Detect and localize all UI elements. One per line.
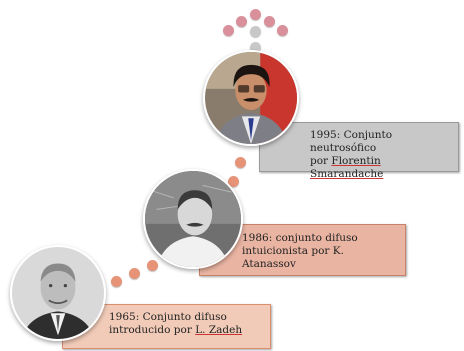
milestone-text-1995: 1995: Conjunto neutrosófico por Florenti…: [310, 129, 454, 181]
timeline-dot: [129, 268, 140, 279]
milestone-desc: : Conjunto difuso: [135, 311, 227, 323]
timeline-dot: [250, 42, 261, 53]
milestone-desc: : Conjunto neutrosófico: [310, 129, 393, 154]
timeline-dot: [223, 25, 234, 36]
milestone-desc: introducido por: [109, 324, 196, 336]
portrait-zadeh-image: [12, 247, 104, 339]
milestone-person: Florentin Smarandache: [310, 155, 384, 180]
milestone-year: 1995: [310, 129, 337, 141]
milestone-desc: por: [310, 155, 332, 167]
portrait-zadeh: [10, 245, 106, 341]
timeline-dot: [264, 16, 275, 27]
timeline-dot: [250, 9, 261, 20]
timeline-dot: [250, 26, 261, 37]
milestone-desc: intuicionista por K.: [242, 245, 344, 257]
timeline-dot: [277, 25, 288, 36]
timeline-dot: [235, 157, 246, 168]
milestone-person: L. Zadeh: [195, 324, 243, 336]
timeline-dot: [236, 16, 247, 27]
portrait-smarandache-image: [205, 52, 297, 144]
milestone-year: 1965: [109, 311, 136, 323]
milestone-text-1965: 1965: Conjunto difuso introducido por L.…: [109, 311, 266, 337]
milestone-person: Atanassov: [242, 258, 296, 270]
milestone-text-1986: 1986: conjunto difuso intuicionista por …: [242, 232, 401, 271]
milestone-desc: : conjunto difuso: [268, 232, 358, 244]
portrait-atanassov: [143, 169, 243, 269]
milestone-box-1995: 1995: Conjunto neutrosófico por Florenti…: [259, 122, 459, 180]
portrait-smarandache: [203, 50, 299, 146]
timeline-dot: [228, 176, 239, 187]
timeline-dot: [147, 260, 158, 271]
milestone-year: 1986: [242, 232, 269, 244]
timeline-dot: [111, 276, 122, 287]
portrait-atanassov-image: [145, 171, 241, 267]
